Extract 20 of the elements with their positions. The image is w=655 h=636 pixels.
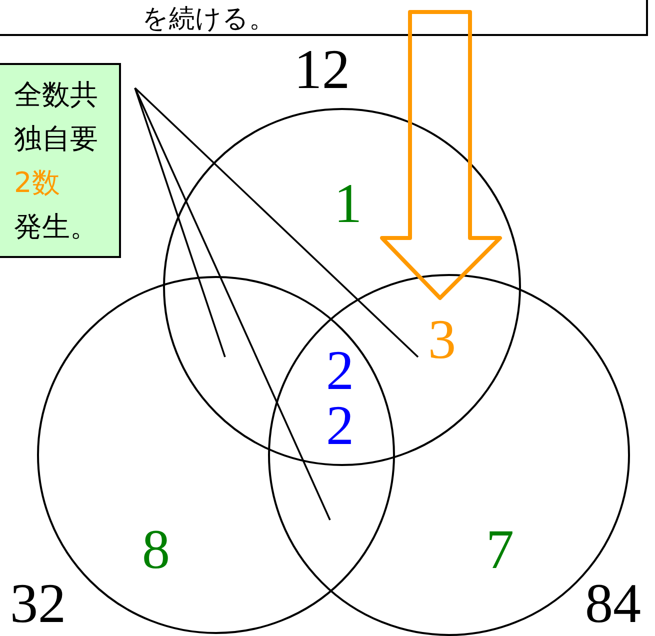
callout-box xyxy=(0,63,121,258)
callout-text: 全数共独自要 xyxy=(14,77,99,157)
text-box xyxy=(0,0,648,36)
region-number: 7 xyxy=(486,522,514,578)
heading-text: を続ける。 xyxy=(142,4,276,34)
set-circle xyxy=(163,108,521,466)
region-number: 8 xyxy=(142,522,170,578)
callout-text: 発生。 xyxy=(14,209,99,245)
region-number: 32 xyxy=(10,576,66,632)
region-number: 12 xyxy=(294,42,350,98)
region-number: 1 xyxy=(334,176,362,232)
leader-line xyxy=(134,88,331,520)
region-number: 84 xyxy=(585,576,641,632)
leader-line xyxy=(134,87,419,358)
callout-text: 2数 xyxy=(14,165,61,201)
region-number: 3 xyxy=(428,312,456,368)
region-number: 2 xyxy=(326,343,354,399)
leader-line xyxy=(134,88,226,358)
region-number: 2 xyxy=(326,398,354,454)
block-arrow xyxy=(380,10,502,300)
